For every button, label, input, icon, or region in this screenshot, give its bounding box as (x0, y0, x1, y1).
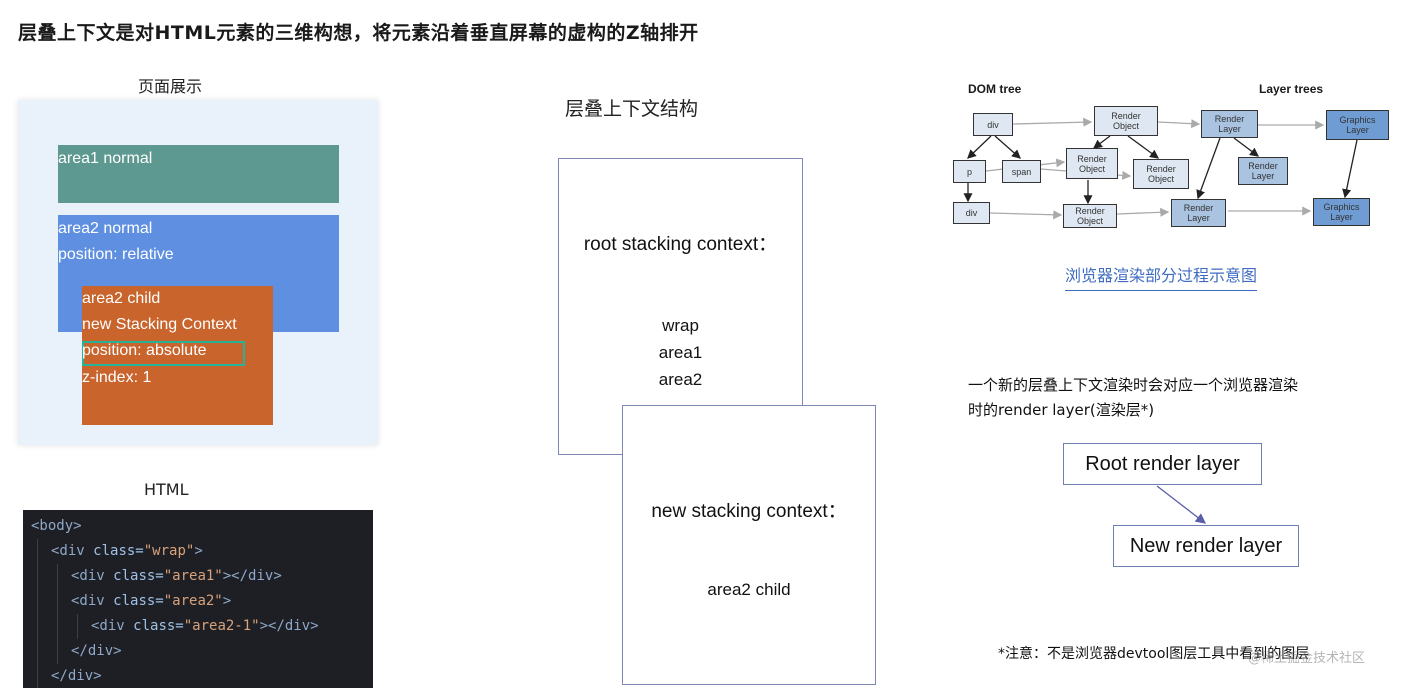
preview-caption: 页面展示 (138, 77, 203, 96)
code-line: <div class="area2-1"></div> (23, 614, 373, 639)
child-context-title: new stacking context： (651, 501, 847, 522)
new-render-layer-box: New render layer (1113, 525, 1299, 567)
code-block: <body> <div class="wrap"> <div class="ar… (23, 510, 373, 688)
dom-node-p: p (953, 160, 986, 183)
code-line: </div> (23, 664, 373, 688)
code-line: </div> (23, 639, 373, 664)
child-context-box: new stacking context： area2 child (622, 405, 876, 685)
child-context-label: new Stacking Context (82, 316, 237, 333)
render-layer-2: Render Layer (1238, 157, 1288, 185)
dom-node-div-2: div (953, 202, 990, 224)
root-context-title: root stacking context： (583, 234, 778, 255)
layer-trees-label: Layer trees (1259, 82, 1324, 96)
root-item-area1: area1 (658, 343, 703, 362)
graphics-layer-1: Graphics Layer (1326, 110, 1389, 140)
code-caption: HTML (144, 480, 189, 499)
area2-label: area2 normal (58, 220, 153, 237)
watermark: @稀土掘金技术社区 (1248, 651, 1366, 666)
code-line: <body> (31, 518, 82, 534)
code-line: <div class="area2"> (23, 589, 373, 614)
render-object-1: Render Object (1094, 106, 1158, 136)
area2-position-label: position: relative (58, 246, 174, 263)
code-line: <div class="area1"></div> (23, 564, 373, 589)
root-render-layer-box: Root render layer (1063, 443, 1262, 485)
root-item-wrap: wrap (662, 316, 699, 335)
page-preview: area1 normal area2 normal position: rela… (18, 100, 378, 445)
graphics-layer-2: Graphics Layer (1313, 198, 1370, 226)
render-layer-1: Render Layer (1201, 110, 1258, 138)
area2-child-block (82, 286, 273, 425)
dom-node-div: div (973, 113, 1013, 136)
child-zindex-label: z-index: 1 (82, 369, 152, 386)
dom-node-span: span (1002, 160, 1041, 183)
render-object-3: Render Object (1133, 159, 1189, 189)
diagram-caption: 浏览器渲染部分过程示意图 (1065, 262, 1258, 291)
structure-caption: 层叠上下文结构 (565, 98, 699, 120)
highlight-box (82, 341, 245, 366)
area1-label: area1 normal (58, 150, 153, 167)
explain-line-1: 一个新的层叠上下文渲染时会对应一个浏览器渲染 (968, 376, 1299, 394)
dom-tree-label: DOM tree (968, 82, 1022, 96)
footnote: *注意：不是浏览器devtool图层工具中看到的图层 (998, 646, 1310, 662)
child-context-item: area2 child (707, 580, 791, 599)
explain-line-2: 时的render layer(渲染层*) (968, 401, 1155, 419)
child-label: area2 child (82, 290, 161, 307)
code-line: <div class="wrap"> (23, 539, 373, 564)
render-layer-3: Render Layer (1171, 199, 1226, 227)
area1-block (58, 145, 339, 203)
render-object-4: Render Object (1063, 204, 1117, 228)
root-item-area2: area2 (658, 370, 703, 389)
page-title: 层叠上下文是对HTML元素的三维构想，将元素沿着垂直屏幕的虚构的Z轴排开 (18, 22, 699, 44)
render-object-2: Render Object (1066, 148, 1118, 179)
child-position-label: position: absolute (82, 342, 207, 359)
